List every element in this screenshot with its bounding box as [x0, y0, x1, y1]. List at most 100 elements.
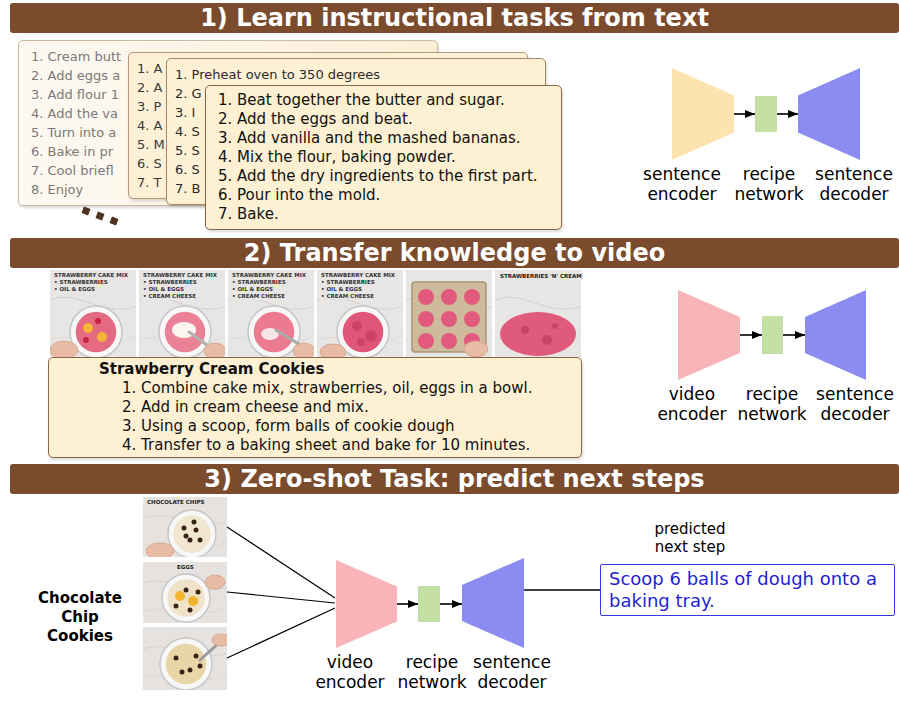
chocolate-chip	[184, 534, 189, 539]
recipe-step: 3. Add vanilla and the mashed bananas.	[218, 129, 551, 148]
utensil	[276, 330, 302, 346]
photo-caption: STRAWBERRY CAKE MIX	[231, 272, 307, 279]
shape-fill	[462, 558, 524, 648]
input-line	[227, 608, 335, 658]
label-holder: • OIL & EGGS	[320, 286, 363, 293]
module-label: recipe network	[733, 164, 805, 204]
photo-caption: • OIL & EGGS	[231, 286, 274, 293]
module-label: sentence decoder	[813, 164, 895, 204]
module-label-box: recipe network	[396, 652, 468, 692]
module-label: sentence encoder	[641, 164, 723, 204]
ellipsis-dot	[96, 212, 105, 221]
recipe-step: 6. Pour into the mold.	[218, 186, 551, 205]
bowl-contents	[165, 312, 206, 353]
photo-caption: CHOCOLATE CHIPS	[146, 499, 205, 506]
chocolate-chip	[180, 670, 185, 675]
photo-caption: • OIL & EGGS	[320, 286, 363, 293]
photo-caption: STRAWBERRY CAKE MIX	[142, 272, 218, 279]
photo	[143, 562, 227, 623]
photo-ground	[406, 270, 492, 357]
module-label-box: recipe network	[733, 164, 805, 204]
photo-caption: • STRAWBERRIES	[320, 279, 376, 286]
module-label-box: recipe network	[736, 384, 808, 424]
photo	[143, 497, 227, 557]
photo-caption: • STRAWBERRIES	[53, 279, 109, 286]
module-label: video encoder	[309, 652, 391, 692]
label-holder: • CREAM CHEESE	[231, 293, 286, 300]
recipe-step: 2. Add in cream cheese and mix.	[122, 398, 571, 417]
shape-outline	[755, 96, 777, 132]
dough-mound	[500, 312, 576, 356]
shape-outline	[418, 586, 440, 622]
photo-caption: • OIL & EGGS	[53, 286, 96, 293]
module-label-box: video encoder	[651, 384, 733, 424]
input-line	[227, 592, 335, 603]
label-holder: STRAWBERRY CAKE MIX	[320, 272, 396, 279]
bowl-contents	[167, 579, 204, 616]
egg-yolk	[97, 332, 107, 342]
photo-caption: • CREAM CHEESE	[320, 293, 375, 300]
dough-lump	[352, 321, 362, 331]
egg-yolk	[188, 596, 198, 606]
egg-yolk	[83, 323, 93, 333]
bowl-contents	[343, 312, 384, 353]
section-title: 2) Transfer knowledge to video	[10, 238, 899, 268]
module-node: recipe network	[733, 68, 805, 204]
photo	[139, 270, 225, 357]
recipe-step: 1. Beat together the butter and sugar.	[218, 91, 551, 110]
chocolate-chip	[194, 654, 199, 659]
connector-arrow	[734, 113, 755, 115]
label-holder: STRAWBERRY CAKE MIX	[53, 272, 129, 279]
bowl	[159, 306, 211, 357]
chocolate-chip	[188, 668, 193, 673]
hand	[464, 341, 488, 357]
bowl-contents	[173, 515, 210, 552]
photo	[317, 270, 403, 357]
recipe-step: 2. Add the eggs and beat.	[218, 110, 551, 129]
shape-outline	[678, 290, 740, 380]
shape-fill	[418, 586, 440, 622]
bowl	[248, 306, 300, 357]
dough-texture	[542, 335, 552, 345]
photo	[495, 270, 581, 357]
recipe-step: 4. Transfer to a baking sheet and bake f…	[122, 436, 571, 455]
chocolate-chip	[188, 538, 193, 543]
section-title: 1) Learn instructional tasks from text	[10, 3, 899, 33]
recipe-step: 5. Add the dry ingredients to the first …	[218, 167, 551, 186]
photo-caption: • OIL & EGGS	[142, 286, 185, 293]
ellipsis-dot	[82, 207, 91, 216]
photo	[50, 270, 136, 357]
shape-outline	[798, 68, 860, 160]
bowl-contents	[76, 312, 117, 353]
strawberry	[95, 318, 101, 324]
dough-texture	[521, 326, 529, 334]
hand	[205, 575, 225, 589]
section-title: 3) Zero-shot Task: predict next steps	[10, 464, 899, 494]
module-label-box: sentence encoder	[641, 164, 723, 204]
prediction-frame: Scoop 6 balls of dough onto a baking tra…	[600, 564, 895, 616]
recipe-title: Strawberry Cream Cookies	[99, 360, 571, 379]
hand	[204, 343, 225, 357]
shape-outline	[336, 560, 397, 648]
recipe-step: 1. Preheat oven to 350 degrees	[175, 65, 537, 84]
shape-outline	[672, 68, 734, 160]
shape-fill	[755, 96, 777, 132]
network-square	[418, 586, 440, 622]
module-label-box: sentence decoder	[471, 652, 553, 692]
shape-fill	[762, 316, 783, 354]
recipe-step: 7. Bake.	[218, 205, 551, 224]
encoder-shape	[678, 290, 740, 380]
dish-name: Chocolate Chip Cookies	[26, 589, 134, 646]
label-holder: • OIL & EGGS	[231, 286, 274, 293]
hand	[320, 344, 346, 357]
dough-ball	[441, 311, 457, 327]
recipe-step: 4. Mix the flour, baking powder.	[218, 148, 551, 167]
module-label: sentence decoder	[814, 384, 896, 424]
label-holder: • OIL & EGGS	[53, 286, 96, 293]
photo-caption: EGGS	[176, 564, 195, 571]
label-holder: • CREAM CHEESE	[142, 293, 197, 300]
shape-fill	[805, 290, 866, 380]
network-square	[755, 96, 777, 132]
shape-fill	[678, 290, 740, 380]
module-label-box: sentence decoder	[814, 384, 896, 424]
